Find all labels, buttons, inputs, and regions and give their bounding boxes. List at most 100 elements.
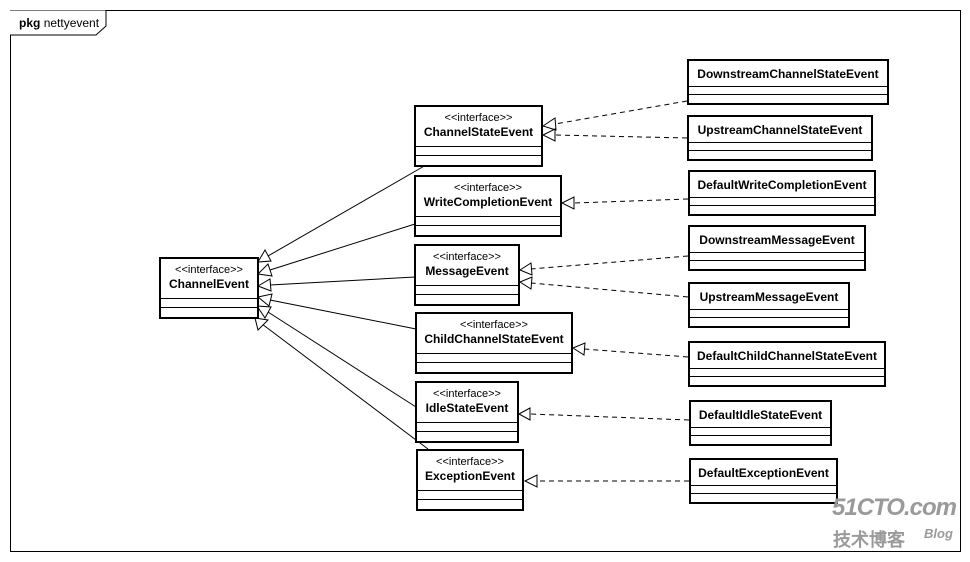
class-downstreammessageevent[interactable]: DownstreamMessageEvent — [688, 225, 866, 271]
attribute-compartment — [416, 216, 560, 217]
attribute-compartment — [689, 86, 887, 87]
watermark: 51CTO.com 技术博客 Blog — [832, 494, 960, 550]
class-name: ExceptionEvent — [424, 469, 516, 483]
operation-compartment — [691, 493, 836, 494]
class-name: ChannelEvent — [168, 277, 249, 291]
watermark-subtitle: 技术博客 — [833, 530, 905, 550]
operation-compartment — [416, 225, 560, 226]
generalization-message — [269, 276, 416, 286]
class-upstreammessageevent[interactable]: UpstreamMessageEvent — [688, 282, 850, 328]
attribute-compartment — [691, 427, 830, 428]
stereotype-label: <<interface>> — [444, 112, 513, 124]
generalization-exception — [261, 323, 429, 450]
class-messageevent[interactable]: <<interface>>MessageEvent — [414, 244, 520, 306]
arrowhead-realization-4 — [518, 262, 533, 276]
arrowhead-realization-6 — [571, 342, 586, 356]
package-label: pkg nettyevent — [19, 16, 99, 30]
class-name: DefaultIdleStateEvent — [698, 408, 823, 422]
attribute-compartment — [161, 298, 257, 299]
arrowhead-realization-1 — [541, 117, 557, 131]
arrowhead-realization-5 — [518, 276, 533, 290]
class-downstreamchannelstateevent[interactable]: DownstreamChannelStateEvent — [687, 59, 889, 105]
stereotype-label: <<interface>> — [175, 264, 243, 276]
package-name: nettyevent — [43, 16, 100, 30]
arrowhead-message — [256, 278, 272, 292]
generalization-idlestate — [267, 311, 417, 408]
class-defaultexceptionevent[interactable]: DefaultExceptionEvent — [689, 458, 838, 504]
class-channelstateevent[interactable]: <<interface>>ChannelStateEvent — [414, 105, 543, 167]
class-writecompletionevent[interactable]: <<interface>>WriteCompletionEvent — [414, 175, 562, 237]
class-name: DefaultChildChannelStateEvent — [696, 349, 878, 363]
generalization-writecompletion — [269, 223, 416, 271]
generalization-childchannel — [269, 299, 417, 330]
realization-default-idlestate — [529, 413, 690, 421]
attribute-compartment — [691, 485, 836, 486]
stereotype-label: <<interface>> — [433, 388, 501, 400]
operation-compartment — [690, 317, 848, 318]
operation-compartment — [689, 94, 887, 95]
realization-upstream-channelstate — [554, 134, 688, 139]
attribute-compartment — [418, 490, 522, 491]
stereotype-label: <<interface>> — [433, 251, 501, 263]
class-defaultwritecompletionevent[interactable]: DefaultWriteCompletionEvent — [688, 170, 876, 216]
generalization-arrowheads — [254, 248, 273, 331]
realization-default-writecompletion — [573, 198, 689, 204]
attribute-compartment — [416, 146, 541, 147]
operation-compartment — [161, 307, 257, 308]
stereotype-label: <<interface>> — [460, 319, 528, 331]
attribute-compartment — [417, 422, 517, 423]
class-defaultidlestateevent[interactable]: DefaultIdleStateEvent — [689, 400, 832, 446]
arrowhead-realization-3 — [560, 196, 575, 210]
generalization-channelstate — [267, 164, 427, 257]
stereotype-label: <<interface>> — [436, 456, 504, 468]
attribute-compartment — [690, 197, 874, 198]
class-childchannelstateevent[interactable]: <<interface>>ChildChannelStateEvent — [415, 312, 573, 374]
realization-downstream-channelstate — [554, 100, 688, 125]
class-exceptionevent[interactable]: <<interface>>ExceptionEvent — [416, 449, 524, 511]
package-tab — [10, 10, 107, 36]
class-name: WriteCompletionEvent — [423, 195, 553, 209]
operation-compartment — [417, 431, 517, 432]
operation-compartment — [690, 376, 884, 377]
stereotype-label: <<interface>> — [454, 182, 522, 194]
watermark-site: 51CTO.com — [832, 494, 957, 521]
operation-compartment — [689, 150, 871, 151]
attribute-compartment — [690, 368, 884, 369]
attribute-compartment — [417, 353, 571, 354]
generalization-lines — [261, 164, 429, 450]
operation-compartment — [690, 205, 874, 206]
operation-compartment — [416, 155, 541, 156]
arrowhead-exception — [254, 317, 270, 331]
realization-arrowheads — [517, 117, 586, 488]
attribute-compartment — [690, 252, 864, 253]
class-channelevent[interactable]: <<interface>>ChannelEvent — [159, 257, 259, 319]
arrowhead-realization-8 — [523, 474, 538, 488]
class-name: MessageEvent — [425, 264, 509, 278]
attribute-compartment — [416, 285, 518, 286]
operation-compartment — [418, 499, 522, 500]
arrowhead-childchannel — [256, 293, 273, 307]
arrowhead-channelstate — [257, 248, 272, 263]
package-keyword: pkg — [19, 16, 41, 30]
class-name: UpstreamMessageEvent — [699, 290, 839, 304]
attribute-compartment — [690, 309, 848, 310]
operation-compartment — [690, 260, 864, 261]
class-defaultchildchannelstateevent[interactable]: DefaultChildChannelStateEvent — [688, 341, 886, 387]
realization-lines — [529, 100, 690, 482]
class-name: ChildChannelStateEvent — [424, 332, 564, 346]
operation-compartment — [417, 362, 571, 363]
realization-downstream-message — [530, 255, 689, 270]
class-name: ChannelStateEvent — [423, 125, 534, 139]
realization-default-childchannel — [583, 348, 689, 358]
class-idlestateevent[interactable]: <<interface>>IdleStateEvent — [415, 381, 519, 443]
operation-compartment — [416, 294, 518, 295]
class-name: DefaultExceptionEvent — [698, 466, 829, 480]
arrowhead-writecompletion — [256, 263, 273, 277]
class-name: IdleStateEvent — [425, 401, 509, 415]
class-upstreamchannelstateevent[interactable]: UpstreamChannelStateEvent — [687, 115, 873, 161]
class-name: DefaultWriteCompletionEvent — [697, 178, 867, 192]
operation-compartment — [691, 435, 830, 436]
arrowhead-idlestate — [256, 305, 272, 319]
class-name: UpstreamChannelStateEvent — [697, 123, 863, 137]
